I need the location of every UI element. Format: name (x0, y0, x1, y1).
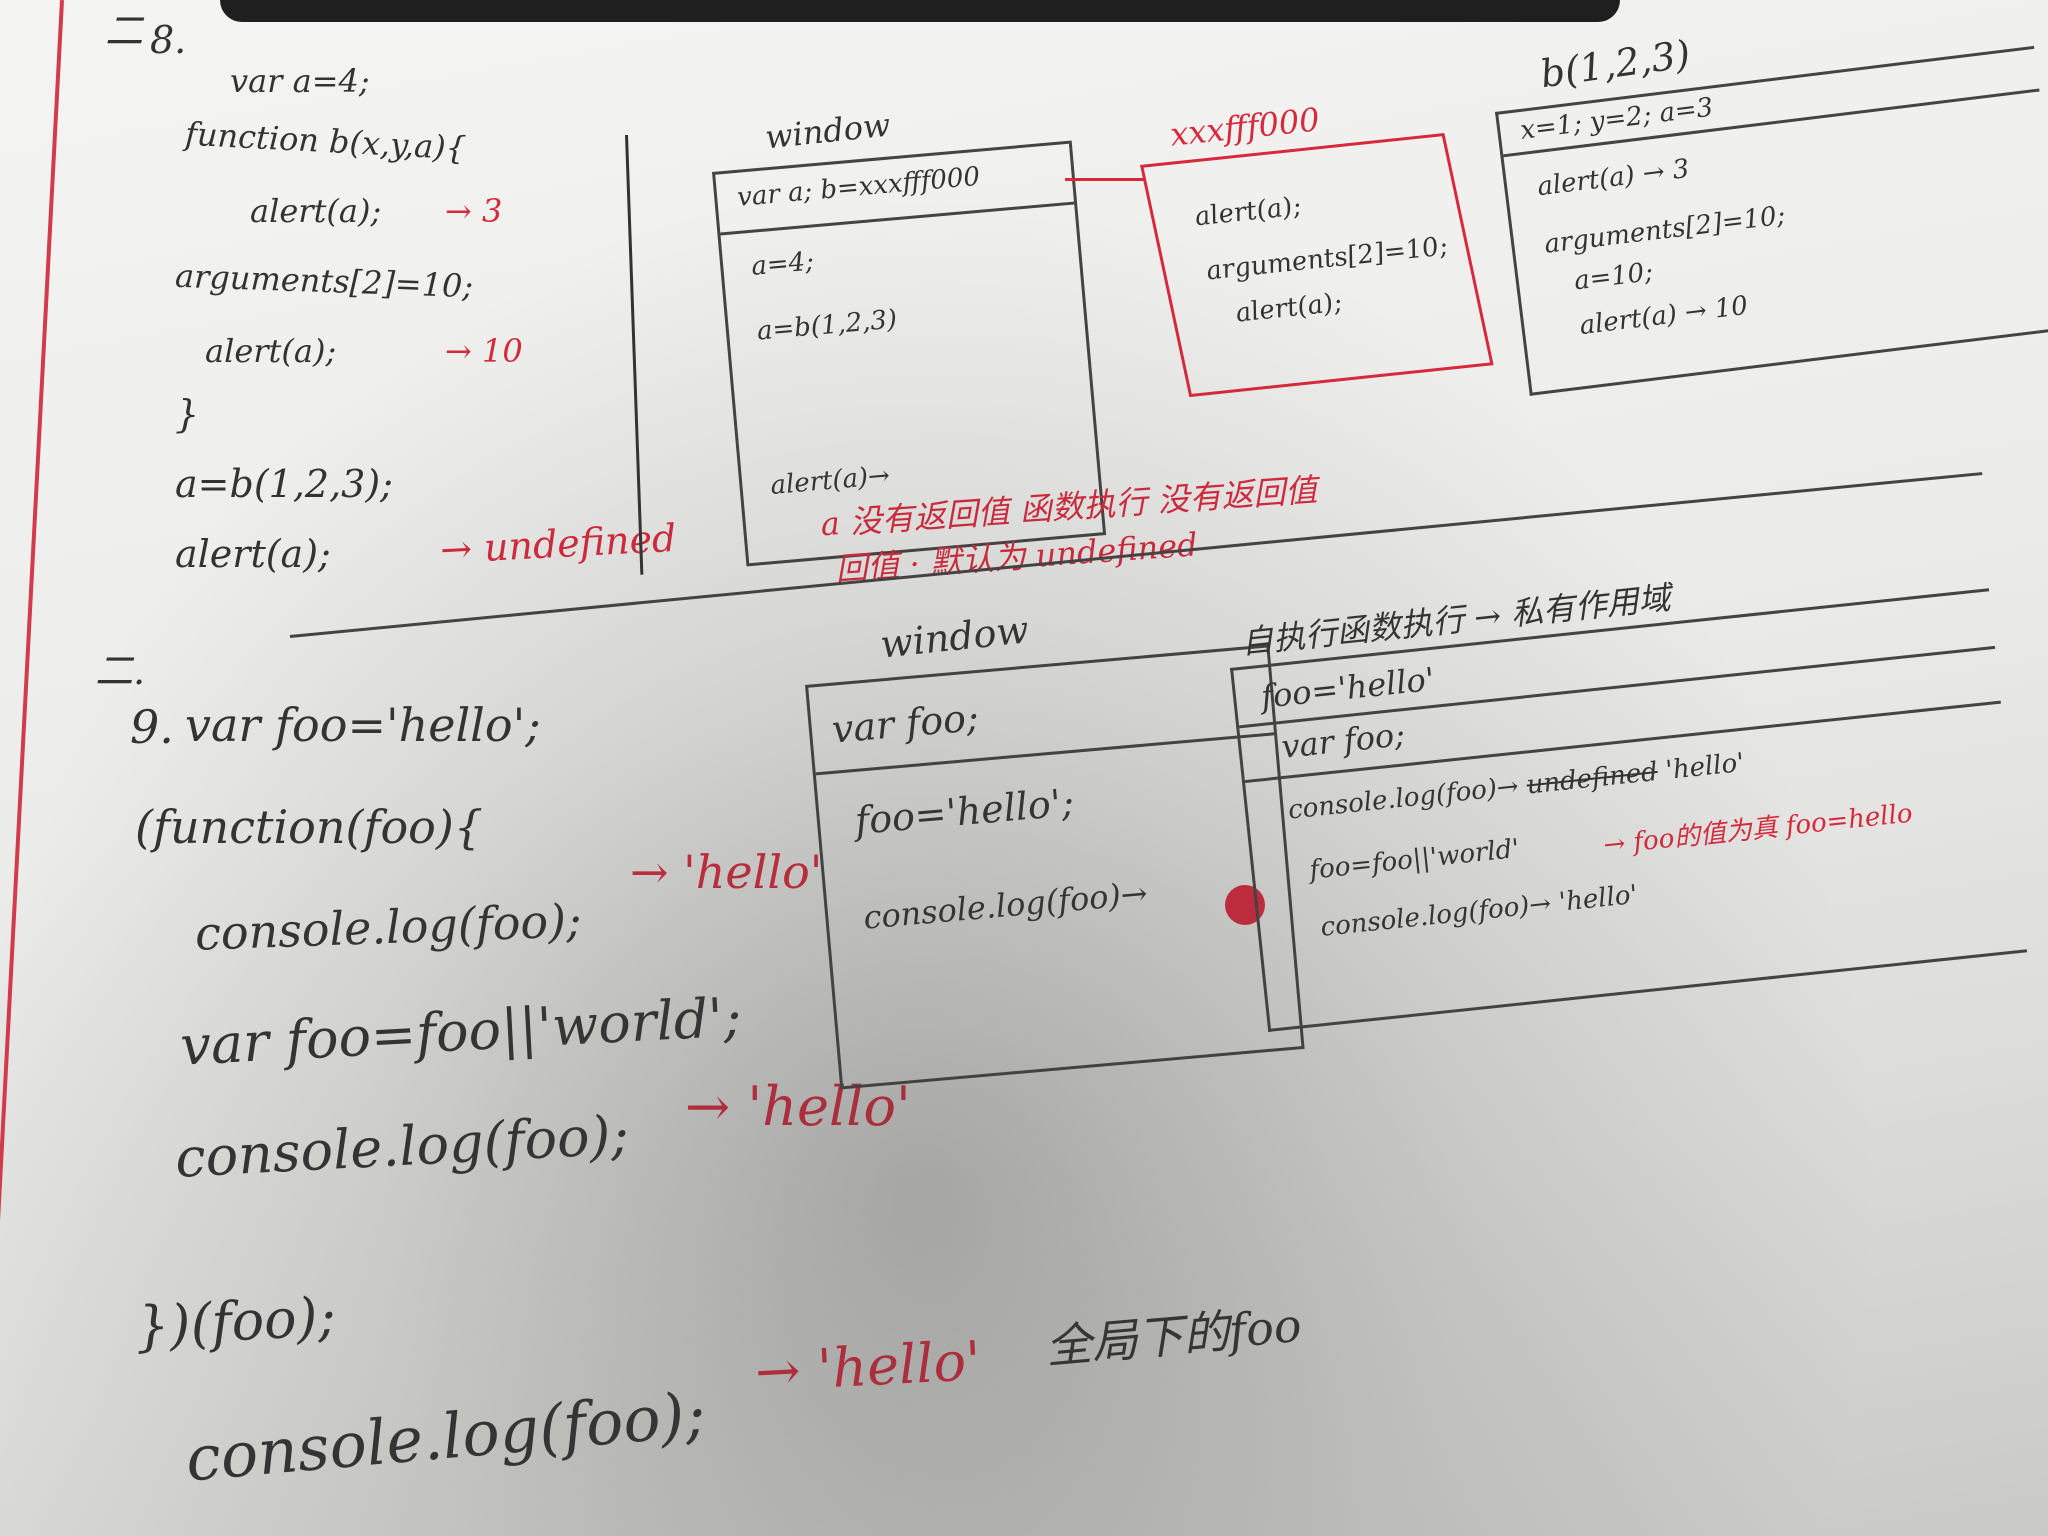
box-line: a=b(1,2,3) (755, 304, 899, 347)
box-line: alert(a); (1191, 191, 1305, 233)
code-line: var a=4; (230, 62, 370, 100)
code-line: } (175, 392, 200, 436)
red-note: → foo的值为真 foo=hello (1602, 798, 1914, 861)
red-scribble-dot (1225, 885, 1265, 925)
heap-reference-line (1065, 178, 1145, 181)
result-annotation: → 3 (445, 192, 503, 230)
box-line: console.log(foo)→ (861, 874, 1150, 937)
code-line: alert(a); (205, 332, 337, 370)
section-mark: 二. (95, 649, 146, 693)
box-line: alert(a) → 10 (1577, 290, 1750, 342)
box-header: var foo; (830, 695, 981, 752)
code-line: a=b(1,2,3); (175, 462, 393, 506)
box-line-value: 'hello' (1664, 747, 1746, 786)
code-line: var foo='hello'; (185, 698, 541, 752)
box-line: a=10; (1572, 257, 1655, 297)
box-header: var a; b=xxxfff000 (736, 161, 982, 213)
page-shadow-band (220, 0, 1620, 22)
result-annotation: → 'hello' (753, 1329, 983, 1404)
heap-box: alert(a); arguments[2]=10; alert(a); (1140, 133, 1494, 398)
section-mark: 二 (105, 9, 144, 53)
box-line: console.log(foo)→ undefined 'hello' (1287, 748, 1746, 826)
problem-number: 8. (150, 18, 187, 62)
box-line: arguments[2]=10; (1542, 200, 1787, 260)
result-annotation: → 'hello' (685, 1075, 911, 1138)
problem-number: 9. (130, 700, 174, 754)
box-line: alert(a); (1232, 287, 1345, 329)
struck-text: undefined (1525, 756, 1660, 801)
window-box: var foo; foo='hello'; console.log(foo)→ (805, 644, 1305, 1090)
box-line: var foo; (1279, 715, 1407, 766)
box-line: a=4; (750, 246, 816, 282)
box-line-prefix: console.log(foo)→ (1286, 771, 1521, 826)
code-line: })(foo); (133, 1284, 338, 1359)
code-line: (function(foo){ (135, 800, 484, 854)
result-annotation: → 10 (445, 332, 523, 370)
code-line: alert(a); (250, 192, 382, 230)
box-line: console.log(foo)→ 'hello' (1319, 879, 1640, 943)
box-line: foo=foo||'world' (1308, 833, 1521, 886)
box-line: foo='hello'; (853, 780, 1076, 844)
box-line: arguments[2]=10; (1203, 231, 1451, 287)
result-annotation: → 'hello' (630, 845, 823, 899)
box-line: alert(a) → 3 (1535, 153, 1691, 203)
code-line: alert(a); (175, 532, 331, 576)
